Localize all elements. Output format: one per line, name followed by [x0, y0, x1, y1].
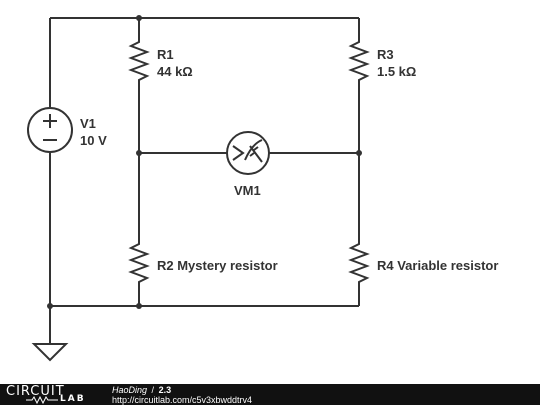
- circuitlab-logo[interactable]: CIRCUIT LAB: [6, 384, 96, 405]
- logo-text-lab: LAB: [60, 394, 86, 404]
- vm1-name: VM1: [234, 183, 261, 198]
- resistor-r3[interactable]: [348, 38, 370, 86]
- junction-dot: [136, 15, 142, 21]
- footer-bar: CIRCUIT LAB HaoDing / 2.3 http://circuit…: [0, 384, 540, 405]
- resistor-r4[interactable]: [348, 240, 370, 288]
- separator: /: [151, 385, 155, 395]
- r3-name: R3: [377, 47, 394, 62]
- voltage-source-v1[interactable]: [27, 107, 73, 153]
- r1-value: 44 kΩ: [157, 64, 193, 79]
- v1-name: V1: [80, 116, 96, 131]
- junction-dot: [356, 150, 362, 156]
- junction-dot: [136, 150, 142, 156]
- r1-name: R1: [157, 47, 174, 62]
- resistor-r2[interactable]: [128, 240, 150, 288]
- resistor-wave-icon: [26, 396, 58, 404]
- ground-icon: [31, 343, 69, 362]
- logo-text-circuit: CIRCUIT: [6, 384, 65, 399]
- v1-value: 10 V: [80, 133, 107, 148]
- voltmeter-vm1[interactable]: [226, 131, 270, 175]
- r4-label: R4 Variable resistor: [377, 258, 498, 273]
- resistor-r1[interactable]: [128, 38, 150, 86]
- wires: [49, 17, 360, 344]
- junction-dot: [47, 303, 53, 309]
- junction-dot: [136, 303, 142, 309]
- r3-value: 1.5 kΩ: [377, 64, 416, 79]
- version-label: 2.3: [158, 385, 172, 395]
- circuit-schematic: V1 10 V R1 44 kΩ R3 1.5 kΩ R2 Mystery re…: [27, 15, 498, 362]
- author-name[interactable]: HaoDing: [112, 385, 148, 395]
- author-line: HaoDing / 2.3: [112, 385, 171, 395]
- r2-label: R2 Mystery resistor: [157, 258, 278, 273]
- circuit-url-link[interactable]: http://circuitlab.com/c5v3xbwddtrv4: [112, 395, 253, 405]
